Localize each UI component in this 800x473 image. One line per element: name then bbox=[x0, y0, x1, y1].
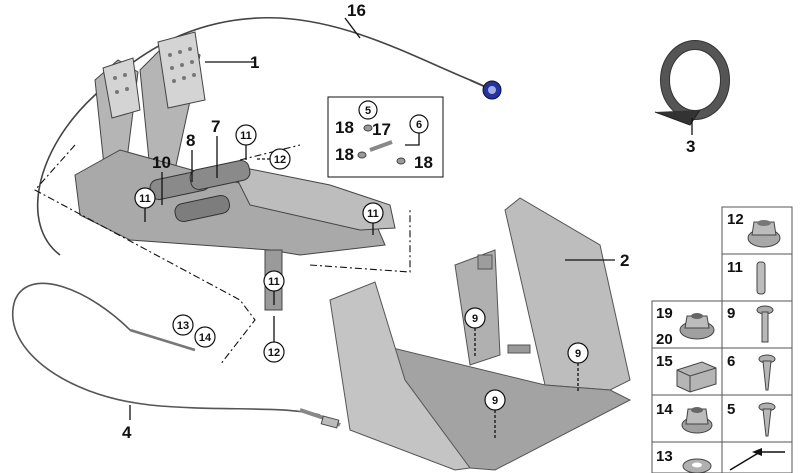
tape-roll-part-3 bbox=[654, 40, 730, 126]
washer-icon bbox=[682, 458, 712, 473]
circled-13: 13 bbox=[172, 314, 194, 336]
svg-text:14: 14 bbox=[199, 332, 212, 344]
circled-9-a: 9 bbox=[464, 307, 486, 329]
screw-icon-6 bbox=[758, 354, 776, 391]
callout-1: 1 bbox=[250, 53, 259, 72]
callout-17: 17 bbox=[372, 120, 391, 139]
callout-7: 7 bbox=[211, 117, 220, 136]
svg-text:9: 9 bbox=[575, 348, 581, 360]
svg-text:11: 11 bbox=[139, 193, 151, 205]
grid-label-20: 20 bbox=[656, 331, 673, 348]
hex-nut-icon bbox=[681, 407, 713, 434]
callout-18-a: 18 bbox=[335, 118, 354, 137]
collar-nut-icon bbox=[679, 313, 715, 340]
svg-text:11: 11 bbox=[367, 208, 379, 220]
screw-icon-5 bbox=[758, 402, 776, 437]
circled-11-right: 11 bbox=[362, 202, 384, 224]
circled-6: 6 bbox=[416, 119, 422, 131]
svg-text:11: 11 bbox=[240, 130, 252, 142]
callout-4: 4 bbox=[122, 423, 132, 442]
grid-label-13: 13 bbox=[656, 448, 673, 465]
pedal-box-assembly bbox=[74, 31, 396, 311]
circled-9-c: 9 bbox=[484, 389, 506, 411]
pin-icon bbox=[756, 261, 766, 295]
circled-9-b: 9 bbox=[567, 342, 589, 364]
grid-label-9: 9 bbox=[727, 305, 735, 322]
svg-text:9: 9 bbox=[492, 395, 498, 407]
circled-11-post: 11 bbox=[263, 270, 285, 292]
svg-text:13: 13 bbox=[177, 320, 189, 332]
grid-label-12: 12 bbox=[727, 211, 744, 228]
callout-8: 8 bbox=[186, 131, 195, 150]
callout-16: 16 bbox=[347, 1, 366, 20]
cable-16 bbox=[36, 16, 502, 256]
flange-nut-icon bbox=[747, 220, 781, 248]
svg-text:12: 12 bbox=[274, 154, 286, 166]
callout-18-c: 18 bbox=[414, 153, 433, 172]
callout-3: 3 bbox=[686, 137, 695, 156]
circled-11-left: 11 bbox=[134, 187, 156, 209]
grid-label-15: 15 bbox=[656, 353, 673, 370]
grid-label-6: 6 bbox=[727, 353, 735, 370]
pedal-pad-left bbox=[102, 57, 141, 119]
rubber-pad-icon bbox=[676, 361, 717, 393]
callout-2: 2 bbox=[620, 251, 629, 270]
svg-text:9: 9 bbox=[472, 313, 478, 325]
bolt-icon bbox=[756, 305, 774, 343]
grid-label-14: 14 bbox=[656, 401, 673, 418]
grid-label-19: 19 bbox=[656, 305, 673, 322]
arrow-symbol-icon bbox=[729, 448, 785, 471]
svg-text:12: 12 bbox=[268, 347, 280, 359]
grid-label-11: 11 bbox=[727, 259, 743, 276]
callout-10: 10 bbox=[152, 153, 171, 172]
grid-label-5: 5 bbox=[727, 401, 735, 418]
hardware-grid: 12 11 19 20 9 15 bbox=[651, 206, 793, 473]
svg-text:11: 11 bbox=[268, 276, 280, 288]
circled-12-bottom: 12 bbox=[263, 341, 285, 363]
cable-4 bbox=[12, 282, 341, 429]
circled-12-top: 12 bbox=[269, 148, 291, 170]
pedal-pad-right bbox=[157, 31, 206, 109]
circled-5: 5 bbox=[365, 105, 371, 117]
detail-inset-box: 5 6 18 17 18 18 bbox=[327, 96, 444, 178]
callout-18-b: 18 bbox=[335, 145, 354, 164]
circled-11-top: 11 bbox=[235, 124, 257, 146]
circled-14: 14 bbox=[194, 326, 216, 348]
